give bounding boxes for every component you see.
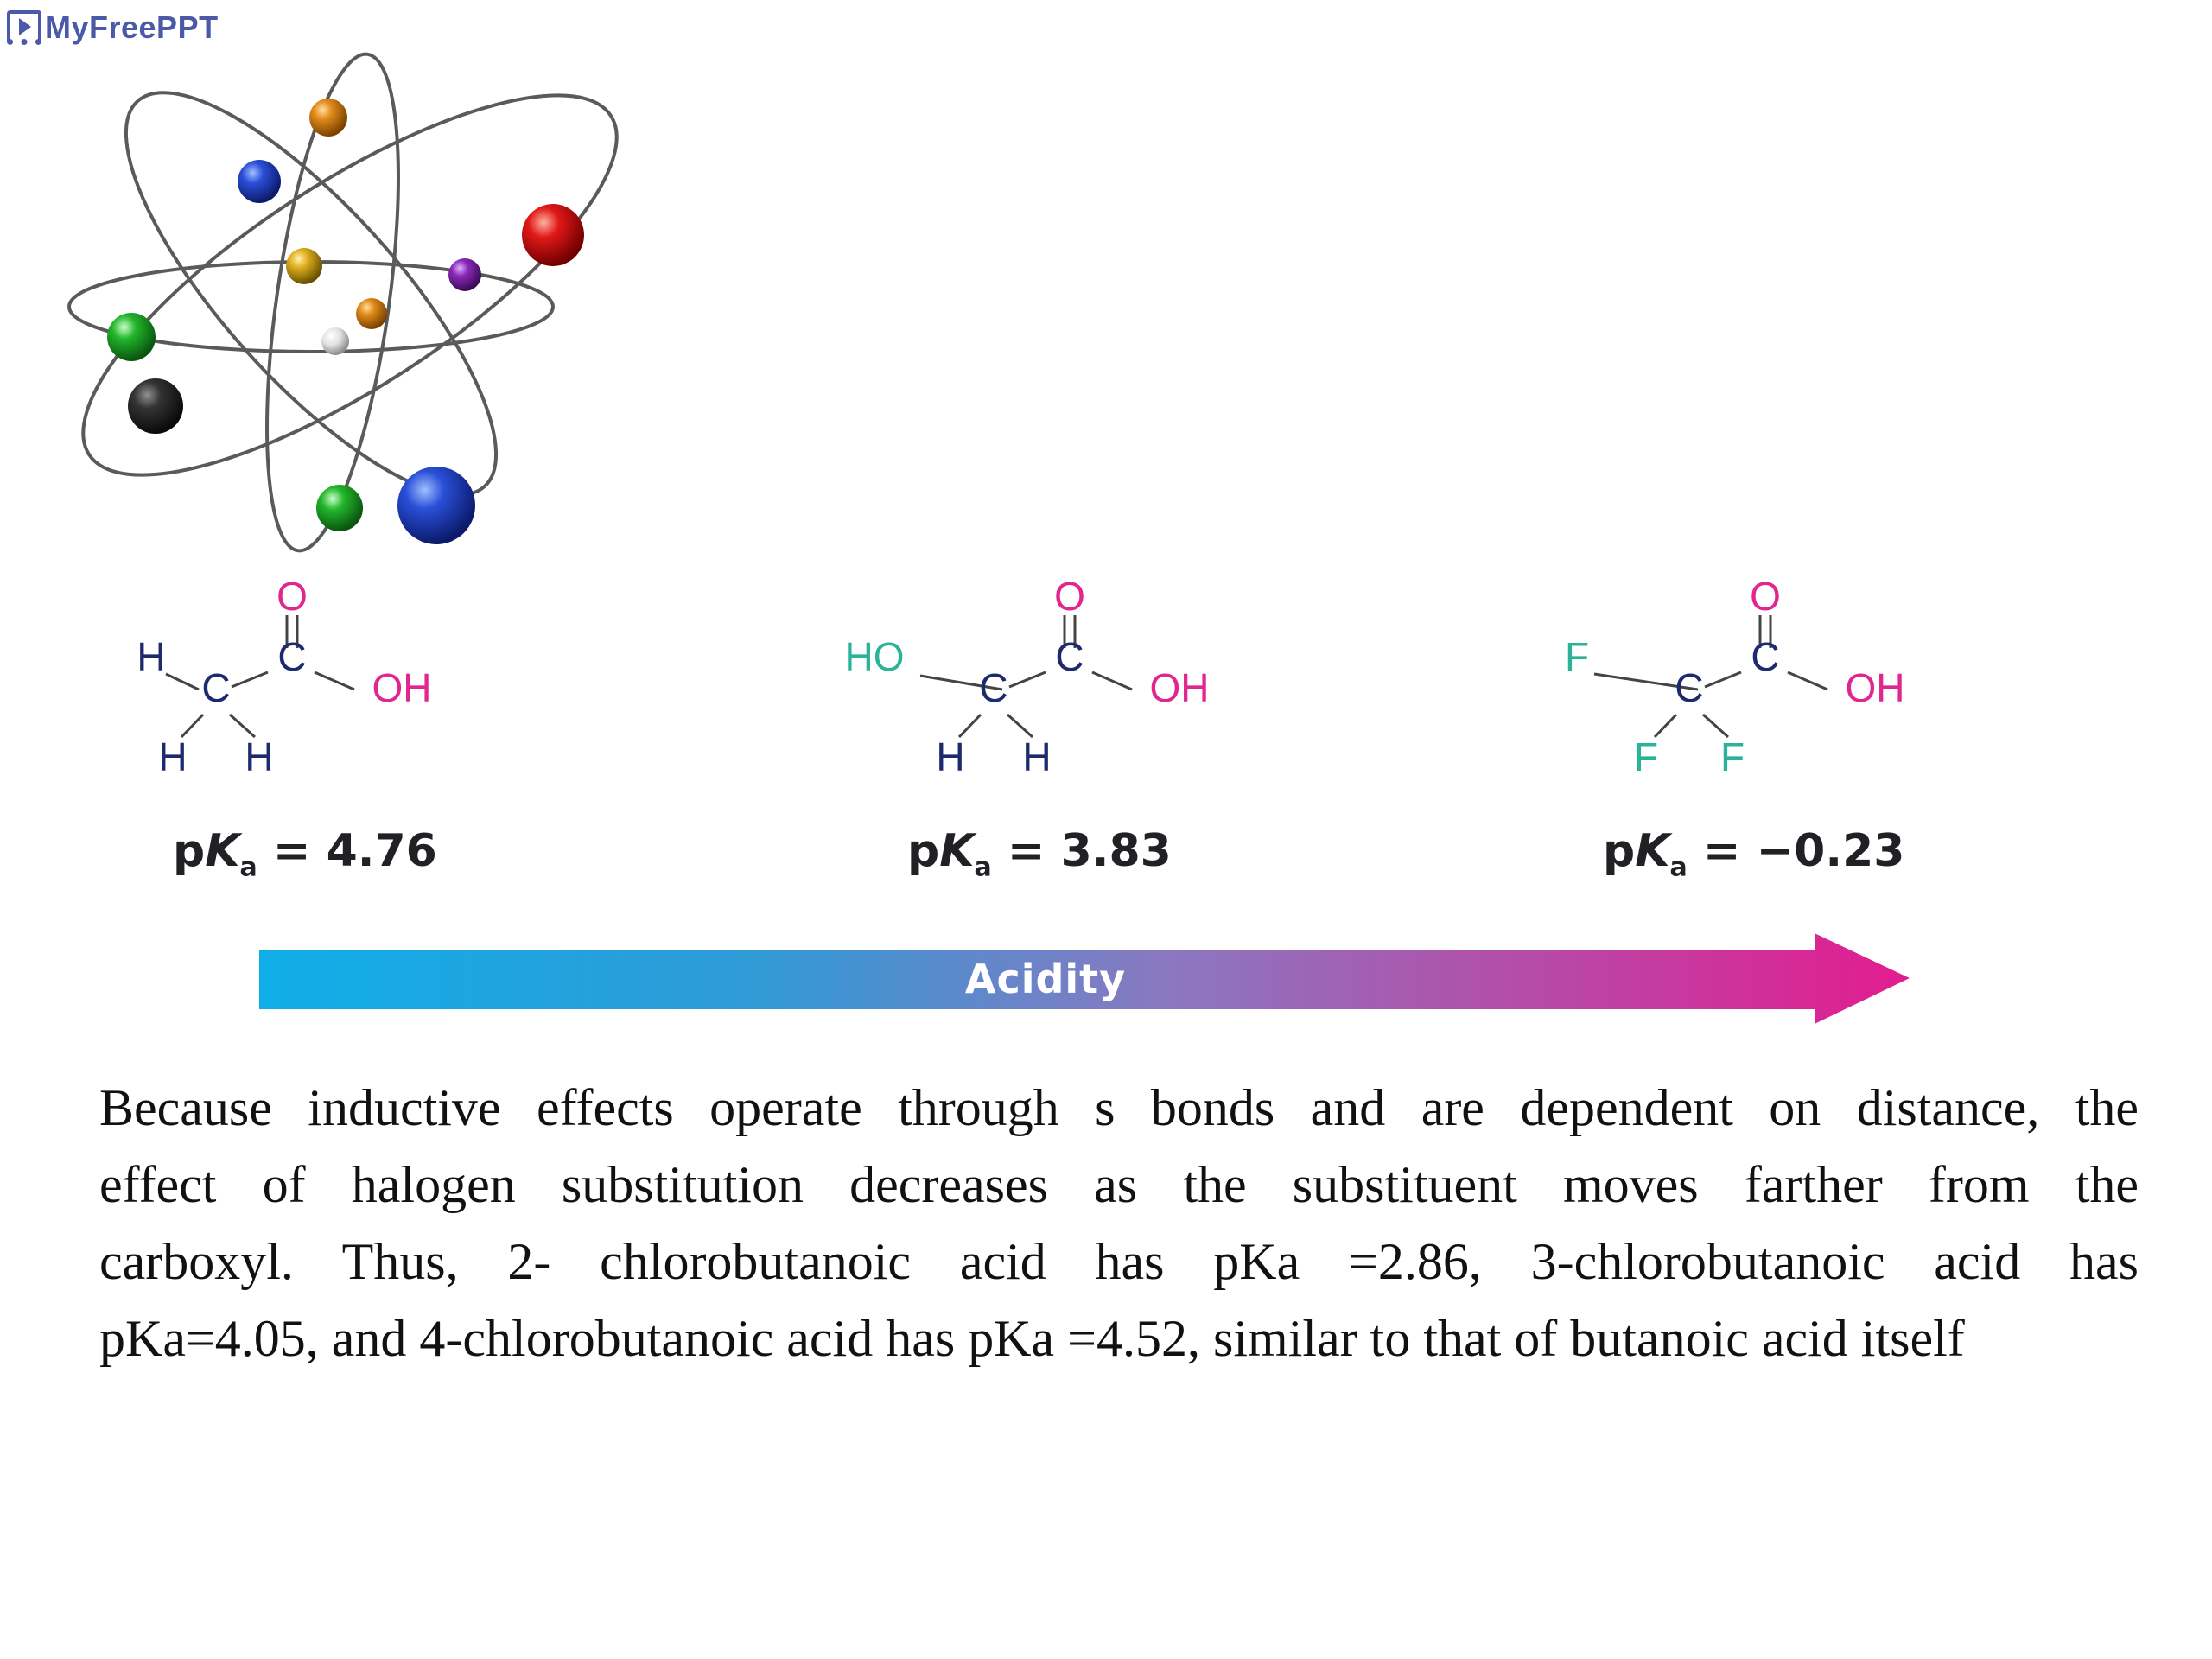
carbonyl-carbon-label: C [277,634,306,679]
paragraph-line-1: Because inductive effects operate throug… [99,1079,2139,1136]
substituent-3: F [1720,734,1745,779]
substituent-1: HO [845,634,905,679]
oxygen-label: O [276,574,308,619]
black-electron [128,378,183,434]
blue-electron-large [397,467,475,544]
pka-value-1: pKa = 4.76 [173,825,437,883]
paragraph-line-2: effect of halogen substitution decreases… [99,1156,2139,1213]
substituent-1: F [1565,634,1589,679]
acidity-arrow [259,933,1910,1024]
glycolic-acid-structure: O C C OH HO H H [845,574,1210,779]
explanation-paragraph: Because inductive effects operate throug… [99,1070,2139,1377]
substituent-3: H [245,734,273,779]
substituent-2: H [936,734,964,779]
play-icon [7,10,41,45]
alpha-carbon-label: C [979,665,1007,710]
orbit-vertical [265,52,400,553]
paragraph-line-3: carboxyl. Thus, 2- chlorobutanoic acid h… [99,1233,2139,1290]
pka-label: pKa [907,825,992,883]
acetic-acid-structure: O C C OH H H H [137,574,432,779]
logo-text: MyFreePPT [45,10,219,45]
orbit-diagonal-left [124,91,499,497]
purple-electron [448,258,481,291]
pka-value-2: pKa = 3.83 [907,825,1172,883]
green-electron-bottom [316,485,363,531]
substituent-1: H [137,634,165,679]
orbit-diagonal-right [81,93,619,477]
carbonyl-carbon-label: C [1751,634,1779,679]
hydroxyl-label: OH [372,665,432,710]
blue-electron-small [238,160,281,203]
nucleus-yellow [286,248,322,284]
nucleus-white [321,327,349,355]
paragraph-line-4: pKa=4.05, and 4-chlorobutanoic acid has … [99,1310,1965,1367]
green-electron-left [107,313,156,361]
acidity-label: Acidity [964,956,1127,1002]
substituent-2: H [158,734,187,779]
hydroxyl-label: OH [1150,665,1210,710]
atom-illustration [67,52,619,553]
oxygen-label: O [1054,574,1085,619]
carbonyl-carbon-label: C [1055,634,1084,679]
hydroxyl-label: OH [1846,665,1905,710]
substituent-2: F [1634,734,1658,779]
pka-label: pKa [173,825,257,883]
alpha-carbon-label: C [201,665,230,710]
orange-electron-top [309,99,347,137]
red-electron [522,204,584,266]
substituent-3: H [1022,734,1051,779]
nucleus-orange [356,298,387,329]
trifluoroacetic-acid-structure: O C C OH F F F [1565,574,1905,779]
oxygen-label: O [1750,574,1781,619]
myfreeppt-logo: MyFreePPT [7,7,219,48]
alpha-carbon-label: C [1675,665,1703,710]
pka-label: pKa [1603,825,1688,883]
pka-value-3: pKa = −0.23 [1603,825,1905,883]
